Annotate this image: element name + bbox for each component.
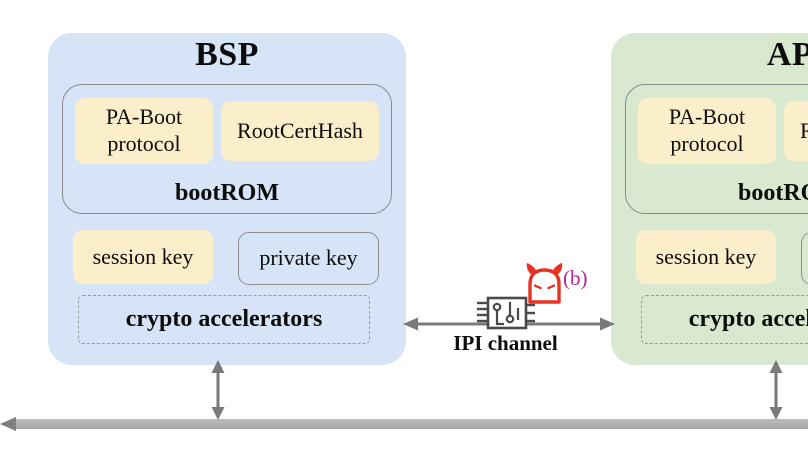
ap-bootrom-container: PA-Boot protocol RootCertHash bootROM — [625, 84, 808, 214]
bsp-block: BSP PA-Boot protocol RootCertHash bootRO… — [48, 33, 406, 365]
bsp-bootrom-container: PA-Boot protocol RootCertHash bootROM — [62, 84, 392, 214]
ap-private-key-box: private key — [801, 232, 808, 285]
ap-crypto-accelerators-box: crypto accelerators — [641, 295, 808, 344]
bsp-session-key-box: session key — [73, 230, 213, 284]
bsp-title: BSP — [195, 36, 259, 73]
bsp-private-key-box: private key — [238, 232, 379, 285]
circuit-chip-icon — [477, 296, 535, 330]
ap-bus-arrow — [769, 360, 783, 420]
bsp-rootcerthash-box: RootCertHash — [221, 101, 379, 161]
bsp-crypto-accelerators-box: crypto accelerators — [78, 295, 370, 344]
devil-icon — [526, 263, 563, 304]
system-bus — [13, 419, 808, 429]
ap-session-key-box: session key — [636, 230, 776, 284]
ap-rootcerthash-box: RootCertHash — [784, 101, 808, 161]
bsp-pa-boot-protocol-box: PA-Boot protocol — [75, 98, 213, 164]
bus-left-arrowhead — [0, 417, 16, 431]
ap-block: AP PA-Boot protocol RootCertHash bootROM… — [611, 33, 808, 365]
ap-pa-boot-protocol-box: PA-Boot protocol — [638, 98, 776, 164]
ap-title: AP — [766, 36, 808, 73]
bsp-bus-arrow — [211, 360, 225, 420]
attack-point-label: (b) — [563, 266, 588, 290]
ap-bootrom-label: bootROM — [738, 180, 808, 206]
bsp-bootrom-label: bootROM — [175, 180, 279, 206]
ipi-channel-label: IPI channel — [453, 331, 558, 355]
